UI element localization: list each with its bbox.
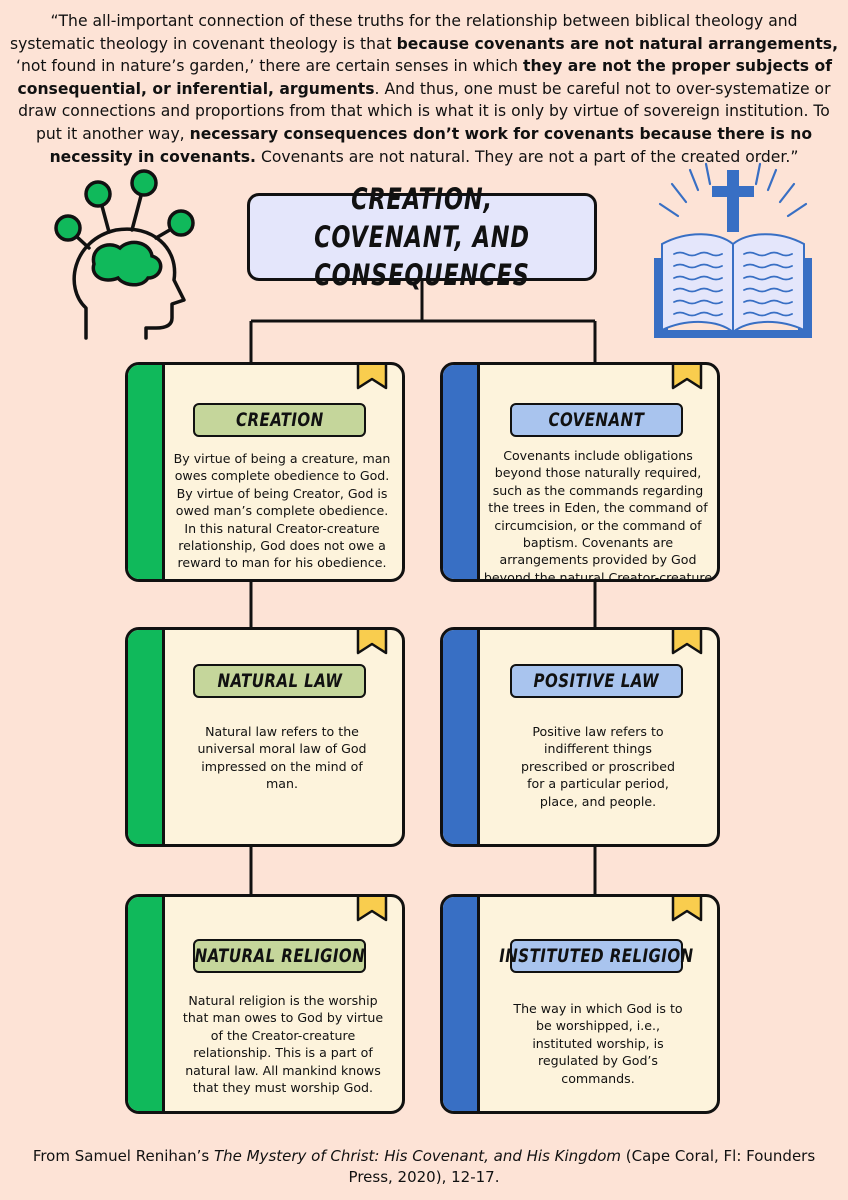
- covenant-label: COVENANT: [510, 403, 683, 437]
- quote-emphasis: because covenants are not natural arrang…: [396, 34, 839, 53]
- quote-text: ‘not found in nature’s garden,’ there ar…: [15, 57, 523, 76]
- bookmark-icon: [671, 365, 703, 390]
- instituted-religion-card: INSTITUTED RELIGION The way in which God…: [440, 894, 720, 1114]
- citation-text: (Cape Coral, Fl: Founders Press, 2020), …: [348, 1147, 816, 1186]
- bookmark-icon: [356, 630, 388, 655]
- bookmark-icon: [671, 630, 703, 655]
- title-line: CREATION, COVENANT, AND: [314, 182, 530, 254]
- card-stripe: [443, 630, 480, 844]
- natural-religion-card: NATURAL RELIGION Natural religion is the…: [125, 894, 405, 1114]
- positive-law-label: POSITIVE LAW: [510, 664, 683, 698]
- bookmark-icon: [356, 897, 388, 922]
- positive-law-card: POSITIVE LAW Positive law refers to indi…: [440, 627, 720, 847]
- title-box: CREATION, COVENANT, AND CONSEQUENCES: [247, 182, 597, 292]
- diagram-title: CREATION, COVENANT, AND CONSEQUENCES: [274, 180, 570, 294]
- positive-law-description: Positive law refers to indifferent thing…: [521, 724, 675, 809]
- quote-emphasis: necessary consequences don’t work for co…: [49, 124, 813, 166]
- covenant-card: COVENANT Covenants include obligations b…: [440, 362, 720, 582]
- card-stripe: [443, 365, 480, 579]
- card-stripe: [128, 897, 165, 1111]
- creation-card: CREATION By virtue of being a creature, …: [125, 362, 405, 582]
- natural-religion-description: Natural religion is the worship that man…: [182, 993, 384, 1096]
- quote-text: . And thus, one must be careful not to o…: [18, 79, 831, 143]
- citation-text: From Samuel Renihan’s: [32, 1147, 214, 1165]
- natural-law-description: Natural law refers to the universal mora…: [197, 724, 367, 792]
- card-stripe: [443, 897, 480, 1111]
- head-network-icon: [54, 169, 195, 340]
- intro-quote: “The all-important connection of these t…: [8, 10, 840, 168]
- source-citation: From Samuel Renihan’s The Mystery of Chr…: [10, 1146, 838, 1188]
- quote-emphasis: they are not the proper subjects of cons…: [17, 57, 832, 98]
- title-line: CONSEQUENCES: [314, 258, 530, 292]
- card-stripe: [128, 630, 165, 844]
- instituted-religion-label: INSTITUTED RELIGION: [499, 939, 693, 973]
- instituted-religion-description: The way in which God is to be worshipped…: [513, 1001, 683, 1086]
- creation-label: CREATION: [193, 403, 366, 437]
- bookmark-icon: [671, 897, 703, 922]
- open-bible-cross-icon: [654, 162, 812, 338]
- creation-description: By virtue of being a creature, man owes …: [173, 451, 391, 571]
- natural-law-label: NATURAL LAW: [193, 664, 366, 698]
- natural-religion-label: NATURAL RELIGION: [193, 939, 366, 973]
- quote-text: “The all-important connection of these t…: [9, 12, 798, 53]
- bookmark-icon: [356, 365, 388, 390]
- quote-text: Covenants are not natural. They are not …: [255, 147, 799, 166]
- natural-law-card: NATURAL LAW Natural law refers to the un…: [125, 627, 405, 847]
- citation-book-title: The Mystery of Christ: His Covenant, and…: [213, 1147, 622, 1165]
- card-stripe: [128, 365, 165, 579]
- covenant-description: Covenants include obligations beyond tho…: [483, 448, 713, 582]
